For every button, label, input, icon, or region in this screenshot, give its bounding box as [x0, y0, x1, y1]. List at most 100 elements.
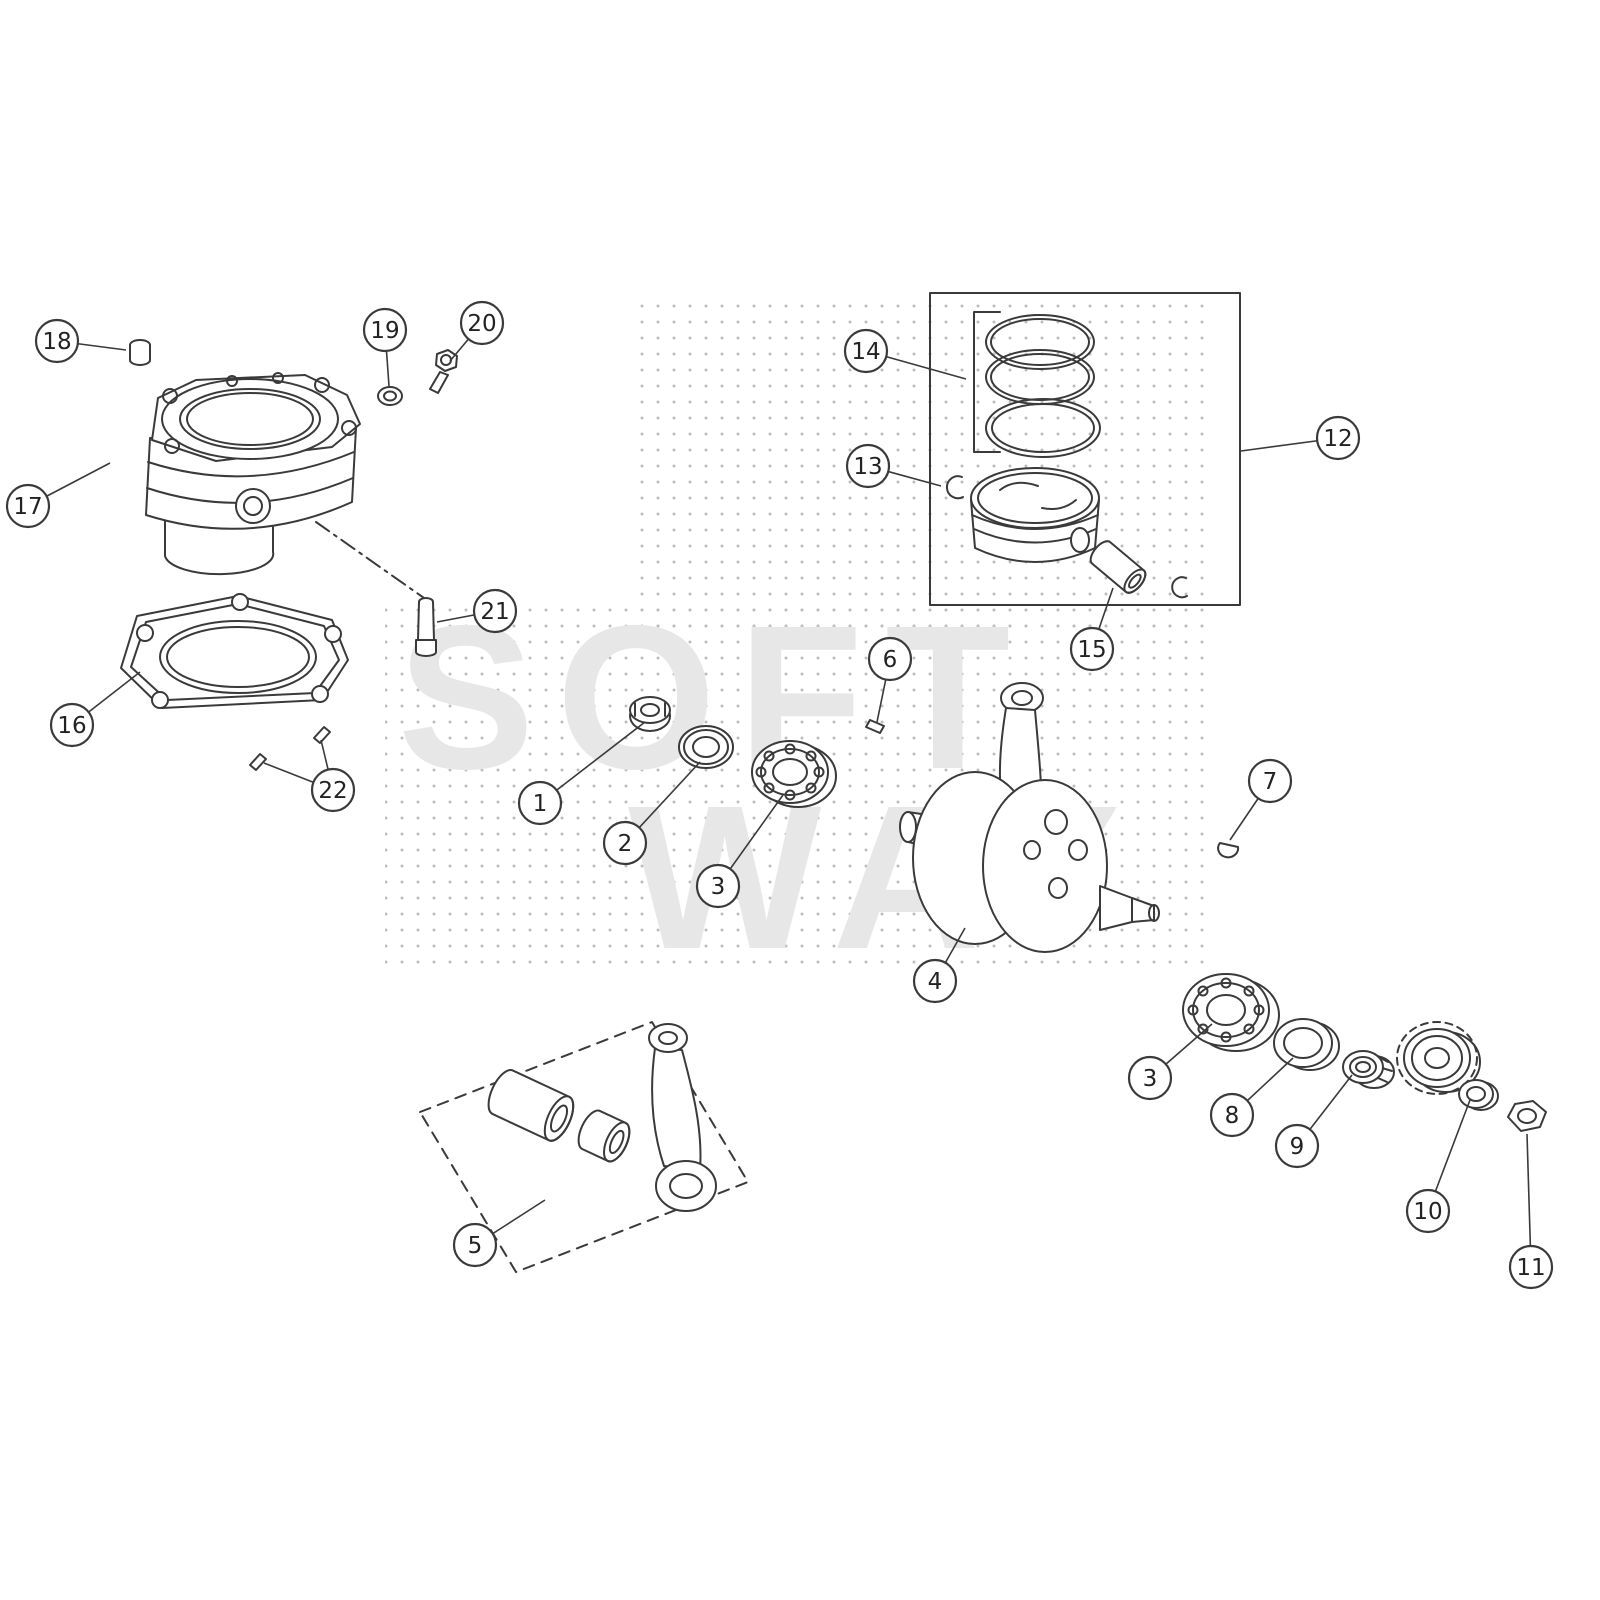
callout-balloon	[517, 780, 563, 826]
callout-balloon	[1508, 1244, 1554, 1290]
circlip2-drawing	[1171, 576, 1188, 599]
cylinder-stud-drawing	[415, 597, 437, 657]
cylinder-drawing	[145, 372, 425, 599]
piston-rings-drawing	[973, 311, 1101, 458]
callout-20: 20	[449, 300, 505, 362]
callout-balloon	[1209, 1092, 1255, 1138]
rings-bracket	[973, 311, 1001, 453]
callout-18: 18	[34, 318, 127, 364]
straight-key-drawing	[865, 719, 885, 734]
hex-nut-drawing	[1507, 1100, 1547, 1132]
callout-21: 21	[436, 588, 518, 634]
callout-number: 4	[928, 969, 943, 995]
callout-10: 10	[1405, 1099, 1471, 1234]
dowel-pins-drawing	[249, 726, 331, 771]
oil-seal-drawing	[678, 725, 734, 769]
flange-bolt-drawing	[429, 349, 458, 394]
callout-19: 19	[362, 307, 408, 387]
callout-8: 8	[1209, 1057, 1294, 1138]
callout-balloon	[602, 820, 648, 866]
sealing-washer-drawing	[377, 386, 403, 406]
callout-13: 13	[845, 443, 942, 489]
callout-number: 1	[533, 791, 548, 817]
callout-5: 5	[452, 1199, 546, 1268]
primary-gear-drawing	[1396, 1021, 1481, 1095]
callout-balloon	[1274, 1123, 1320, 1169]
callout-number: 21	[480, 599, 509, 625]
callout-4: 4	[912, 927, 966, 1004]
callout-number: 6	[883, 647, 898, 673]
callout-3: 3	[695, 794, 784, 909]
dowel-bushing-drawing	[129, 339, 151, 366]
callout-number: 19	[370, 318, 399, 344]
connecting-rod-kit-drawing	[419, 1021, 749, 1273]
callout-balloon	[49, 702, 95, 748]
callout-balloon	[1069, 626, 1115, 672]
callout-16: 16	[49, 671, 141, 748]
callout-balloon	[843, 328, 889, 374]
callout-balloon	[459, 300, 505, 346]
callout-number: 17	[13, 494, 42, 520]
callout-15: 15	[1069, 587, 1115, 672]
callout-balloon	[34, 318, 80, 364]
kit-small-end-bushing	[577, 1109, 631, 1163]
callout-balloon	[1315, 415, 1361, 461]
callout-7: 7	[1229, 758, 1293, 841]
kit-dashed-box	[419, 1021, 749, 1273]
callout-number: 8	[1225, 1103, 1240, 1129]
shim-washer-drawing	[1273, 1018, 1340, 1071]
piston-pin-drawing	[1089, 540, 1147, 594]
callout-balloon	[695, 863, 741, 909]
callout-3-b: 3	[1127, 1023, 1213, 1101]
base-gasket-drawing	[120, 593, 349, 709]
callout-number: 2	[618, 831, 633, 857]
kit-piston-pin	[487, 1069, 575, 1142]
callout-balloon	[1247, 758, 1293, 804]
callout-number: 16	[57, 713, 86, 739]
callout-balloon	[912, 958, 958, 1004]
callout-11: 11	[1508, 1133, 1554, 1290]
lock-washer-drawing	[1458, 1079, 1499, 1111]
callout-balloon	[362, 307, 408, 353]
callout-6: 6	[867, 636, 913, 723]
callout-17: 17	[5, 462, 111, 529]
callout-balloon	[5, 483, 51, 529]
callout-1: 1	[517, 721, 646, 826]
callout-number: 15	[1077, 637, 1106, 663]
callout-number: 10	[1413, 1199, 1442, 1225]
callout-2: 2	[602, 761, 701, 866]
piston-kit-box	[929, 292, 1241, 606]
callout-balloon	[472, 588, 518, 634]
woodruff-key-drawing	[1217, 842, 1240, 859]
callout-number: 11	[1516, 1255, 1545, 1281]
main-bearing-right-drawing	[1182, 973, 1280, 1052]
callout-number: 12	[1323, 426, 1352, 452]
crank-nut-drawing	[629, 696, 671, 732]
callout-9: 9	[1274, 1074, 1353, 1169]
callout-number: 5	[468, 1233, 483, 1259]
callout-number: 14	[851, 339, 880, 365]
callout-leader-line	[1526, 1133, 1532, 1268]
kit-connecting-rod	[648, 1023, 717, 1212]
callout-number: 22	[318, 778, 347, 804]
callout-balloon	[310, 767, 356, 813]
main-bearing-left-drawing	[751, 740, 837, 808]
piston-kit-group	[929, 292, 1241, 606]
callout-number: 3	[1143, 1066, 1158, 1092]
callout-14: 14	[843, 328, 967, 380]
callout-balloon	[1127, 1055, 1173, 1101]
callout-22: 22	[263, 739, 356, 813]
callout-number: 7	[1263, 769, 1278, 795]
callout-number: 13	[853, 454, 882, 480]
callout-number: 9	[1290, 1134, 1305, 1160]
callout-balloon	[867, 636, 913, 682]
crankshaft-drawing	[899, 682, 1160, 953]
circlip-drawing	[945, 475, 964, 500]
callout-number: 20	[467, 311, 496, 337]
callout-balloon	[845, 443, 891, 489]
callout-12: 12	[1240, 415, 1361, 461]
callout-balloon	[452, 1222, 498, 1268]
